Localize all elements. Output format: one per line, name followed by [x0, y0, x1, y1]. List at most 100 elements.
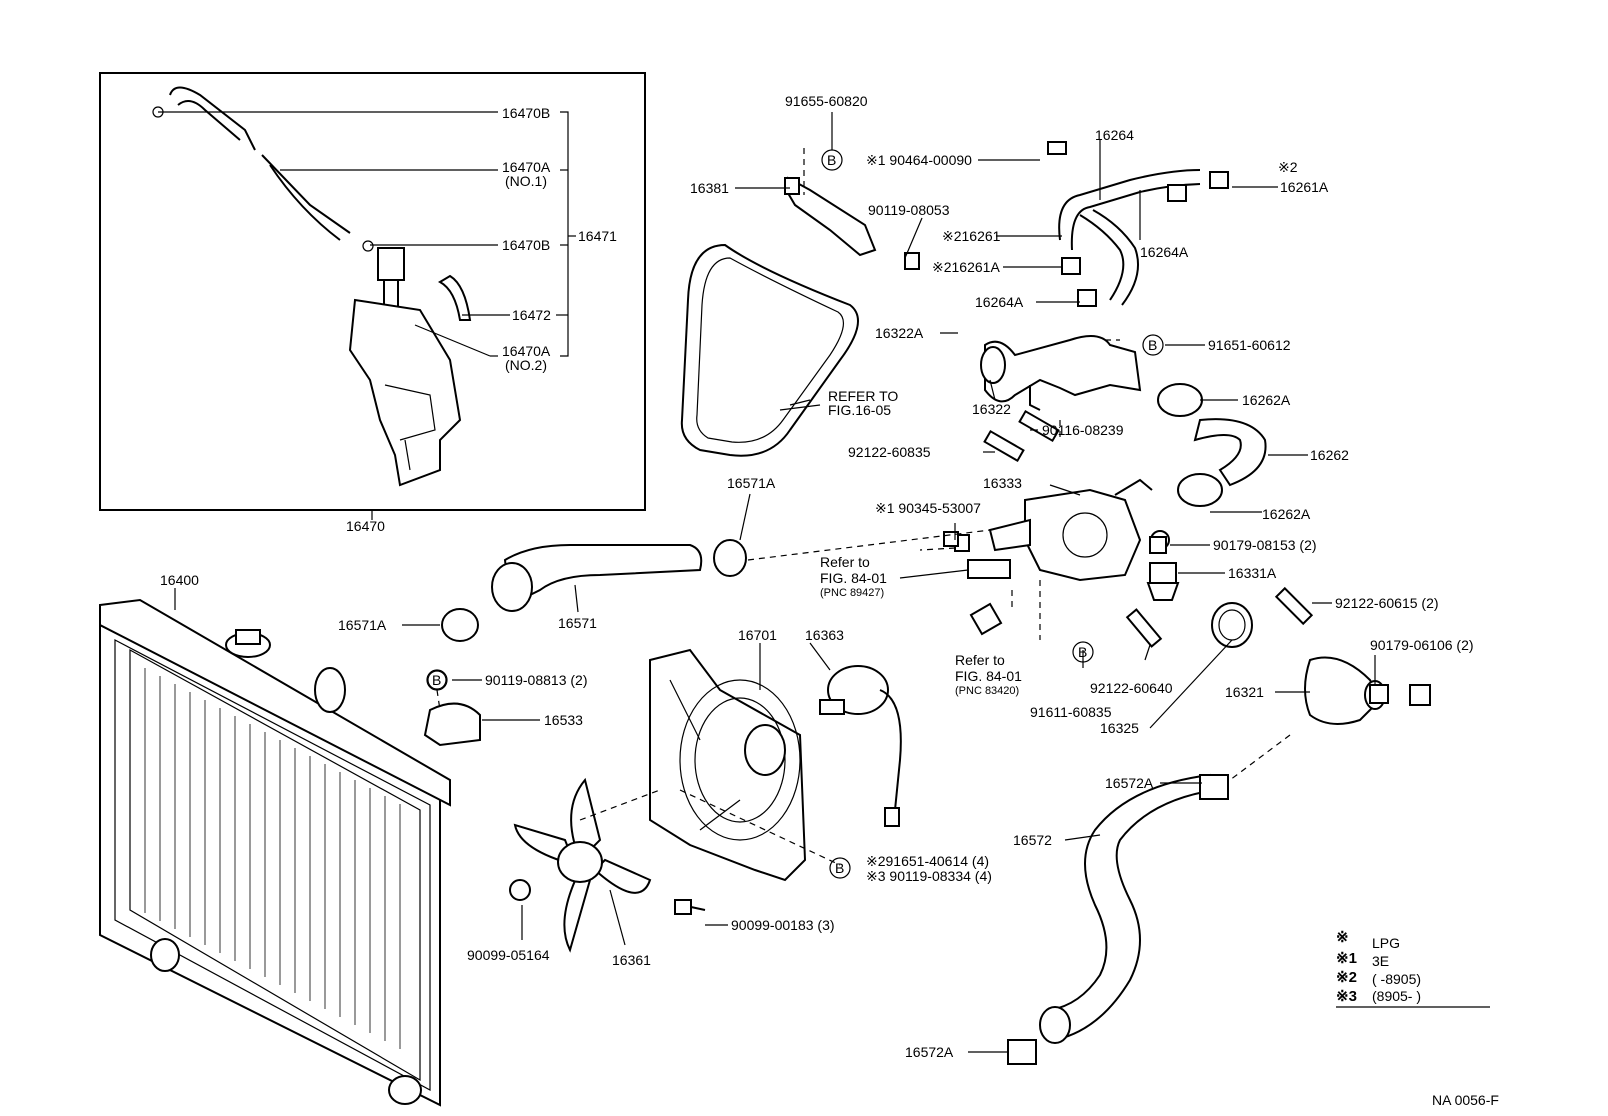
- label-16470a-no2-sub: (NO.2): [505, 357, 547, 373]
- label-16261a-right: 16261A: [1280, 179, 1329, 195]
- label-16261a-right-mark: ※2: [1278, 159, 1298, 175]
- label-refer-84a-line2: FIG. 84-01: [820, 570, 887, 586]
- b-markers: B B B B B: [426, 149, 1164, 879]
- b-marker-4: B: [1078, 644, 1087, 660]
- fan-blade-16361: [509, 777, 652, 953]
- water-outlet-assembly: [954, 335, 1153, 636]
- label-16572: 16572: [1013, 832, 1052, 848]
- label-16571a-left: 16571A: [338, 617, 387, 633]
- label-refer-fig16-line1: REFER TO: [828, 388, 898, 404]
- bypass-hoses: [1047, 141, 1229, 307]
- inset-leaders: [158, 111, 576, 520]
- label-16264a-left: 16264A: [975, 294, 1024, 310]
- b-marker-5: B: [835, 860, 844, 876]
- label-92122-60615: 92122-60615 (2): [1335, 595, 1439, 611]
- label-90119-08813: 90119-08813 (2): [485, 672, 587, 688]
- legend-text-0: LPG: [1372, 935, 1400, 951]
- label-16262a-bottom: 16262A: [1262, 506, 1311, 522]
- label-92122-60835: 92122-60835: [848, 444, 931, 460]
- b-marker-1: B: [827, 152, 836, 168]
- label-90099-05164: 90099-05164: [467, 947, 550, 963]
- label-16472: 16472: [512, 307, 551, 323]
- label-16572a-top: 16572A: [1105, 775, 1154, 791]
- legend-mark-0: ※: [1336, 929, 1349, 946]
- legend-mark-3: ※3: [1336, 988, 1357, 1005]
- label-90099-00183: 90099-00183 (3): [731, 917, 835, 933]
- b-marker-3: B: [432, 672, 441, 688]
- label-16262a-top: 16262A: [1242, 392, 1291, 408]
- figure-code: NA 0056-F: [1432, 1092, 1499, 1108]
- label-90179-08153: 90179-08153 (2): [1213, 537, 1317, 553]
- screw: [674, 531, 1389, 915]
- upper-hose-16571: [441, 539, 747, 642]
- label-16264: 16264: [1095, 127, 1134, 143]
- legend-text-3: (8905- ): [1372, 988, 1421, 1004]
- label-16470b-mid: 16470B: [502, 237, 550, 253]
- hose-16262: [1157, 383, 1267, 507]
- label-16321: 16321: [1225, 684, 1264, 700]
- label-16470a-no2: 16470A: [502, 343, 551, 359]
- legend-mark-2: ※2: [1336, 969, 1357, 986]
- label-refer-fig16-line2: FIG.16-05: [828, 402, 891, 418]
- label-16533: 16533: [544, 712, 583, 728]
- fan-shroud-16701: [649, 648, 807, 882]
- label-16470a-no1: 16470A: [502, 159, 551, 175]
- label-90116-08239: 90116-08239: [1042, 422, 1124, 438]
- label-16470b-top: 16470B: [502, 105, 550, 121]
- label-16470a-no1-sub: (NO.1): [505, 173, 547, 189]
- legend: ※ LPG ※1 3E ※2 ( -8905) ※3 (8905- ): [1336, 929, 1490, 1008]
- thermostat: [1146, 530, 1253, 648]
- studs: [983, 409, 1314, 648]
- label-16361: 16361: [612, 952, 651, 968]
- label-refer-84b-line3: (PNC 83420): [955, 685, 1019, 697]
- label-16701: 16701: [738, 627, 777, 643]
- label-91655-60820: 91655-60820: [785, 93, 868, 109]
- label-16571: 16571: [558, 615, 597, 631]
- label-16325: 16325: [1100, 720, 1139, 736]
- label-16571a-top: 16571A: [727, 475, 776, 491]
- label-16261a-left: ※216261A: [932, 259, 1000, 275]
- lower-hose-16572: [1007, 773, 1229, 1065]
- label-16322a: 16322A: [875, 325, 924, 341]
- fan-belt: [680, 243, 859, 457]
- fan-motor-16363: [819, 665, 902, 827]
- label-92122-60640: 92122-60640: [1090, 680, 1173, 696]
- label-90119-08053: 90119-08053: [868, 202, 950, 218]
- label-16470: 16470: [346, 518, 385, 534]
- label-91651-40614: ※291651-40614 (4): [866, 853, 989, 869]
- label-90119-08334: ※3 90119-08334 (4): [866, 868, 992, 884]
- dashed-references: [579, 339, 1291, 866]
- label-16264a-right: 16264A: [1140, 244, 1189, 260]
- radiator: [99, 598, 451, 1107]
- clamp-16533: [423, 670, 481, 747]
- label-16363: 16363: [805, 627, 844, 643]
- label-16381: 16381: [690, 180, 729, 196]
- label-16322: 16322: [972, 401, 1011, 417]
- label-16261: ※216261: [942, 228, 1001, 244]
- label-refer-84a-line1: Refer to: [820, 554, 870, 570]
- water-inlet-16321: [1304, 656, 1431, 725]
- legend-mark-1: ※1: [1336, 950, 1357, 967]
- label-91651-60612: 91651-60612: [1208, 337, 1291, 353]
- label-16262: 16262: [1310, 447, 1349, 463]
- bracket-16381: [783, 148, 920, 270]
- part-labels: 16470B 16470A (NO.1) 16470B 16471 16472 …: [160, 93, 1474, 1060]
- label-16471: 16471: [578, 228, 617, 244]
- legend-text-2: ( -8905): [1372, 971, 1421, 987]
- label-16331a: 16331A: [1228, 565, 1277, 581]
- label-16400: 16400: [160, 572, 199, 588]
- label-16572a-bottom: 16572A: [905, 1044, 954, 1060]
- legend-text-1: 3E: [1372, 953, 1389, 969]
- leader-lines: [174, 112, 1376, 1053]
- label-refer-84b-line2: FIG. 84-01: [955, 668, 1022, 684]
- label-refer-84a-line3: (PNC 89427): [820, 587, 884, 599]
- label-refer-84b-line1: Refer to: [955, 652, 1005, 668]
- label-16333: 16333: [983, 475, 1022, 491]
- radiator-core: [129, 660, 401, 1049]
- label-90179-06106: 90179-06106 (2): [1370, 637, 1474, 653]
- reservoir-inset: [99, 72, 646, 511]
- label-90464-00090: ※1 90464-00090: [866, 152, 972, 168]
- label-90345-53007: ※1 90345-53007: [875, 500, 981, 516]
- b-marker-2: B: [1148, 337, 1157, 353]
